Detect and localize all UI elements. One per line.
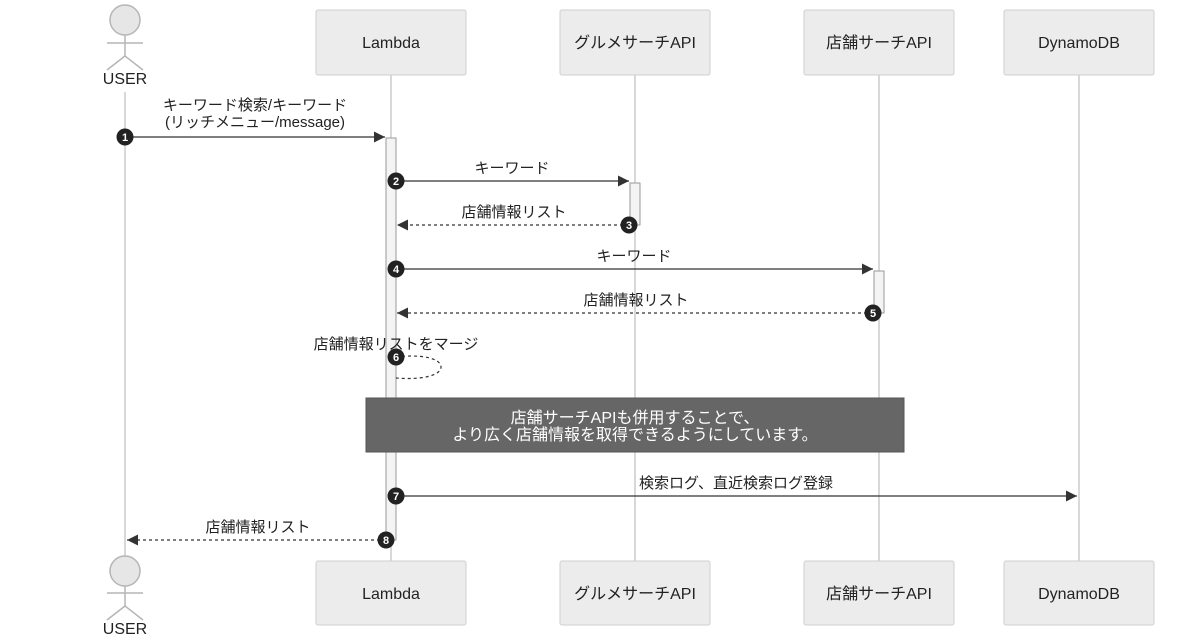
actor-label-bottom: USER bbox=[103, 621, 147, 637]
step-number: 1 bbox=[122, 132, 128, 144]
participant-label: 店舗サーチAPI bbox=[826, 34, 932, 52]
message-label: 店舗情報リスト bbox=[461, 204, 566, 221]
step-badge bbox=[387, 260, 405, 278]
message-label: 店舗情報リスト bbox=[205, 519, 310, 536]
participant-label: 店舗サーチAPI bbox=[826, 585, 932, 603]
step-number: 6 bbox=[393, 352, 399, 364]
step-badge bbox=[620, 216, 638, 234]
note: 店舗サーチAPIも併用することで、 より広く店舗情報を取得できるようにしています… bbox=[365, 397, 905, 453]
step-number: 3 bbox=[626, 220, 632, 232]
participant-store-top: 店舗サーチAPI bbox=[803, 9, 955, 76]
step-badge bbox=[387, 172, 405, 190]
message-label: 店舗情報リスト bbox=[583, 292, 688, 309]
note-box bbox=[365, 397, 905, 453]
user-actor-top: USER bbox=[103, 4, 147, 88]
step-number: 5 bbox=[870, 308, 876, 320]
message-6: 6 店舗情報リストをマージ bbox=[314, 336, 479, 380]
participant-label: DynamoDB bbox=[1038, 586, 1120, 603]
step-badge bbox=[864, 304, 882, 322]
message-label-sub: (リッチメニュー/message) bbox=[165, 114, 345, 131]
participant-label: Lambda bbox=[362, 35, 420, 52]
message-label: 検索ログ、直近検索ログ登録 bbox=[639, 475, 833, 492]
message-label: キーワード検索/キーワード bbox=[163, 97, 347, 114]
lifelines bbox=[124, 75, 1080, 561]
note-line-1: 店舗サーチAPIも併用することで、 bbox=[511, 409, 760, 427]
actor-head bbox=[109, 4, 141, 36]
step-number: 4 bbox=[393, 264, 400, 276]
message-7: 7 検索ログ、直近検索ログ登録 bbox=[387, 475, 1077, 505]
participant-label: グルメサーチAPI bbox=[574, 585, 696, 603]
step-number: 2 bbox=[393, 176, 399, 188]
message-3: 3 店舗情報リスト bbox=[397, 204, 638, 234]
participant-store-bottom: 店舗サーチAPI bbox=[803, 560, 955, 626]
message-label: キーワード bbox=[474, 160, 549, 177]
participant-label: DynamoDB bbox=[1038, 35, 1120, 52]
participant-lambda-top: Lambda bbox=[315, 9, 467, 76]
participant-gourmet-bottom: グルメサーチAPI bbox=[559, 560, 711, 626]
message-label: 店舗情報リストをマージ bbox=[314, 336, 479, 353]
message-2: 2 キーワード bbox=[387, 160, 629, 190]
message-8: 8 店舗情報リスト bbox=[127, 519, 395, 549]
message-label: キーワード bbox=[596, 248, 671, 265]
step-number: 8 bbox=[383, 535, 389, 547]
user-actor-bottom: USER bbox=[103, 555, 147, 637]
actor-label-top: USER bbox=[103, 71, 147, 88]
participants-top: USER Lambda グルメサーチAPI 店舗サーチAPI DynamoDB bbox=[103, 4, 1155, 88]
step-badge bbox=[116, 128, 134, 146]
note-line-2: より広く店舗情報を取得できるようにしています。 bbox=[452, 426, 817, 444]
participant-lambda-bottom: Lambda bbox=[315, 560, 467, 626]
message-1: 1 キーワード検索/キーワード (リッチメニュー/message) bbox=[116, 97, 385, 146]
step-badge bbox=[387, 348, 405, 366]
message-5: 5 店舗情報リスト bbox=[397, 292, 882, 322]
actor-head bbox=[109, 555, 141, 587]
step-badge bbox=[387, 487, 405, 505]
participants-bottom: USER Lambda グルメサーチAPI 店舗サーチAPI DynamoDB bbox=[103, 555, 1155, 637]
message-4: 4 キーワード bbox=[387, 248, 873, 278]
participant-label: Lambda bbox=[362, 586, 420, 603]
participant-dynamo-top: DynamoDB bbox=[1003, 9, 1155, 76]
participant-gourmet-top: グルメサーチAPI bbox=[559, 9, 711, 76]
participant-label: グルメサーチAPI bbox=[574, 34, 696, 52]
step-badge bbox=[377, 531, 395, 549]
step-number: 7 bbox=[393, 491, 399, 503]
participant-dynamo-bottom: DynamoDB bbox=[1003, 560, 1155, 626]
self-call-loop bbox=[395, 355, 442, 380]
